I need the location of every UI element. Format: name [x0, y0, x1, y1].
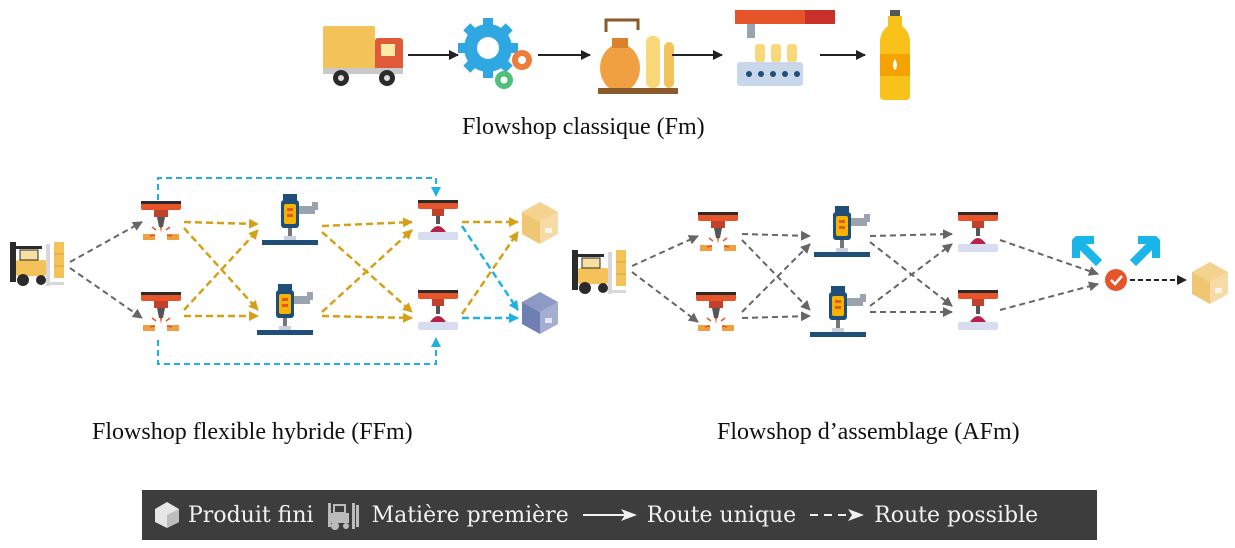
bottle-icon [880, 10, 910, 100]
legend-label: Matière première [371, 502, 569, 528]
hexagon-box-icon [155, 502, 179, 528]
legend-label: Route possible [874, 502, 1039, 528]
drill-machine-icon [814, 206, 870, 257]
solid-arrow-icon [582, 509, 637, 521]
assembly-merge-icon [1072, 236, 1160, 291]
legend-label: Produit fini [188, 502, 314, 528]
drill-machine-icon [262, 194, 318, 245]
assembly-flowshop [571, 206, 1228, 337]
caption-assembly-flowshop: Flowshop d’assemblage (AFm) [717, 419, 1020, 445]
box-icon [522, 202, 558, 244]
dashed-arrow-icon [810, 509, 865, 521]
forklift-icon [9, 241, 65, 287]
check-icon [1105, 269, 1127, 291]
drill-machine-icon [810, 286, 866, 337]
truck-icon [323, 26, 403, 86]
legend-raw-material: Matière première [326, 499, 569, 531]
cnc-machine-icon [697, 211, 739, 252]
hybrid-flowshop [9, 177, 558, 365]
legend-finished-product: Produit fini [154, 501, 314, 529]
drill-machine-icon [257, 284, 313, 335]
bottling-line-icon [735, 10, 835, 86]
caption-hybrid-flowshop: Flowshop flexible hybride (FFm) [92, 419, 413, 445]
legend-single-route: Route unique [581, 503, 796, 528]
press-machine-icon [418, 200, 458, 240]
caption-classic-flowshop: Flowshop classique (Fm) [462, 114, 705, 140]
cnc-machine-icon [695, 291, 737, 332]
legend: Produit fini Matière première Route uniq… [142, 490, 1097, 540]
cnc-machine-icon [140, 200, 182, 241]
press-machine-icon [958, 290, 998, 330]
box-icon [522, 292, 558, 334]
classic-flowshop [323, 10, 910, 100]
press-machine-icon [958, 212, 998, 252]
forklift-icon [327, 503, 359, 530]
legend-possible-route: Route possible [808, 503, 1038, 528]
press-machine-icon [418, 290, 458, 330]
forklift-icon [571, 249, 627, 295]
box-icon [1192, 262, 1228, 304]
cnc-machine-icon [140, 291, 182, 332]
gears-icon [458, 18, 532, 89]
refinery-icon [598, 18, 678, 94]
legend-label: Route unique [646, 502, 797, 528]
